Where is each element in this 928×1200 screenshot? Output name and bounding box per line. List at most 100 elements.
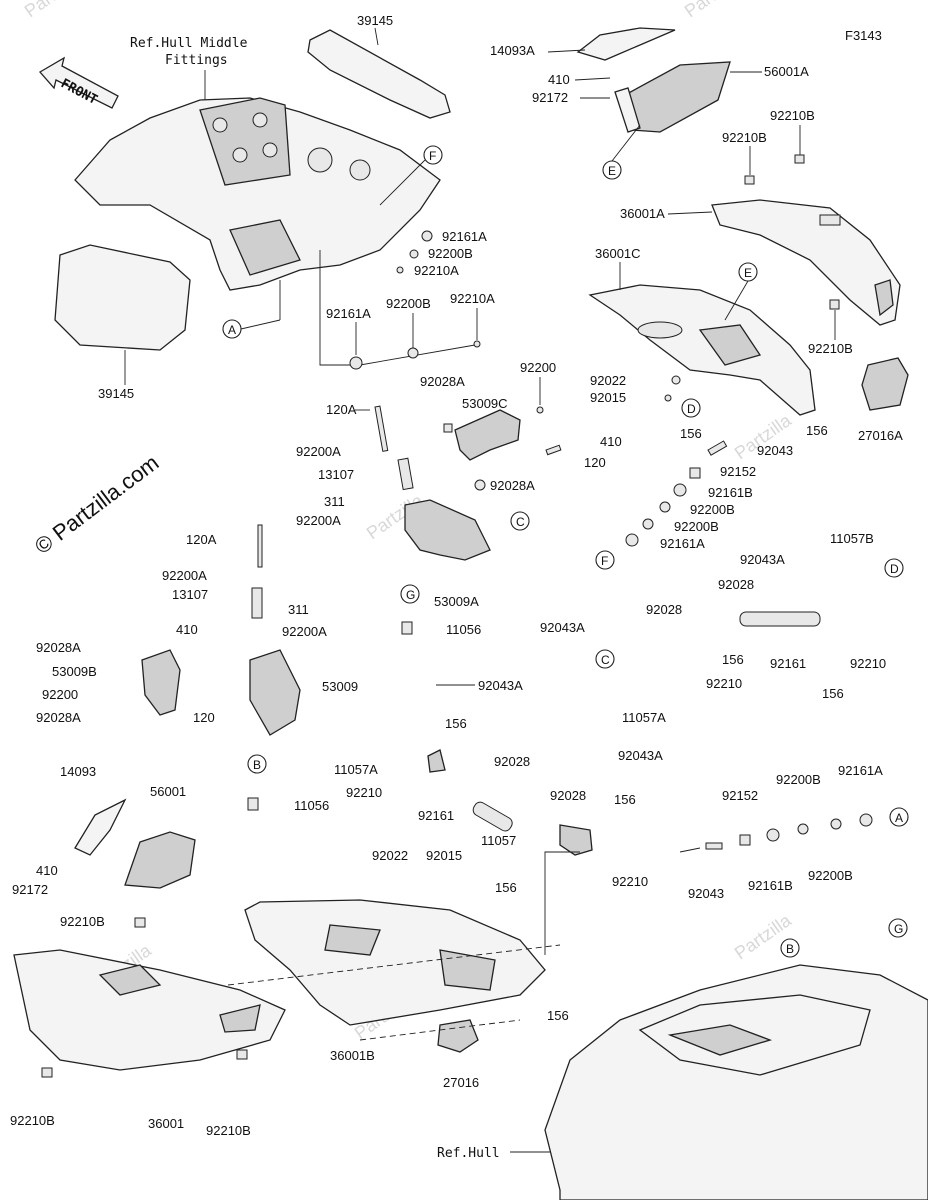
- part-label: 156: [822, 686, 844, 701]
- spring-92161-lower: [472, 801, 513, 832]
- part-label: 13107: [172, 587, 208, 602]
- part-label: 92043A: [618, 748, 663, 763]
- callout-b: B: [786, 942, 794, 956]
- part-label: 120: [193, 710, 215, 725]
- part-label: 410: [600, 434, 622, 449]
- part-label: 92152: [722, 788, 758, 803]
- ref-hull-middle-label: Ref.Hull Middle: [130, 36, 248, 51]
- part-label: 92210: [612, 874, 648, 889]
- part-label: 92210: [706, 676, 742, 691]
- part-label: 92043A: [740, 552, 785, 567]
- ref-hull: [544, 964, 928, 1200]
- part-label: 13107: [318, 467, 354, 482]
- part-label: 27016A: [858, 428, 903, 443]
- callout-b: B: [253, 758, 261, 772]
- part-label: 92015: [426, 848, 462, 863]
- part-label: 27016: [443, 1075, 479, 1090]
- watermark: Partzilla: [681, 0, 746, 21]
- ref-hull-middle-label-2: Fittings: [165, 53, 228, 68]
- part-label: 92172: [12, 882, 48, 897]
- part-label: 311: [324, 494, 345, 509]
- part-label: 36001C: [595, 246, 641, 261]
- part-label: 56001A: [764, 64, 809, 79]
- part-label: 92210B: [808, 341, 853, 356]
- part-label: 92161B: [708, 485, 753, 500]
- part-label: 92200A: [296, 444, 341, 459]
- part-label: 92210B: [60, 914, 105, 929]
- part-36001B: [244, 899, 546, 1026]
- part-label: 92015: [590, 390, 626, 405]
- callout-f: F: [601, 554, 608, 568]
- part-label: 11057: [481, 833, 516, 848]
- part-label: 11057B: [830, 531, 874, 546]
- part-label: 92028A: [36, 710, 81, 725]
- part-label: 36001: [148, 1116, 184, 1131]
- part-label: 92161: [418, 808, 454, 823]
- part-label: 92028: [646, 602, 682, 617]
- part-label: 92210: [850, 656, 886, 671]
- part-label: 11056: [446, 622, 481, 637]
- part-label: 410: [36, 863, 58, 878]
- figure-code: F3143: [845, 28, 882, 43]
- part-label: 92200A: [282, 624, 327, 639]
- part-36001C: [588, 284, 816, 416]
- callout-e: E: [744, 266, 752, 280]
- part-label: 92210A: [450, 291, 495, 306]
- part-label: 14093A: [490, 43, 535, 58]
- part-14093A: [576, 27, 676, 61]
- part-27016: [437, 1019, 479, 1053]
- part-label: 53009: [322, 679, 358, 694]
- part-label: 39145: [98, 386, 134, 401]
- part-36001: [13, 949, 286, 1071]
- callout-g: G: [894, 922, 903, 936]
- part-label: 92210B: [206, 1123, 251, 1138]
- part-label: 36001A: [620, 206, 665, 221]
- part-56001A: [614, 61, 731, 133]
- part-label: 92028A: [420, 374, 465, 389]
- part-label: 92210B: [722, 130, 767, 145]
- part-label: 156: [614, 792, 636, 807]
- part-label: 92161A: [326, 306, 371, 321]
- part-label: 156: [495, 880, 517, 895]
- part-label: 92210B: [10, 1113, 55, 1128]
- callout-c: C: [516, 515, 525, 529]
- part-label: 14093: [60, 764, 96, 779]
- part-56001: [124, 831, 196, 889]
- part-27016A: [861, 357, 909, 411]
- part-label: 92043: [688, 886, 724, 901]
- part-label: 92200B: [690, 502, 735, 517]
- callout-a: A: [895, 811, 903, 825]
- part-label: 39145: [357, 13, 393, 28]
- part-label: 92210B: [770, 108, 815, 123]
- part-label: 156: [680, 426, 702, 441]
- part-14093: [74, 798, 127, 856]
- part-label: 92028A: [36, 640, 81, 655]
- part-label: 92161: [770, 656, 806, 671]
- part-label: 156: [445, 716, 467, 731]
- callout-d: D: [890, 562, 899, 576]
- part-label: 92161B: [748, 878, 793, 893]
- callout-c: C: [601, 653, 610, 667]
- callout-d: D: [687, 402, 696, 416]
- part-label: 92028: [494, 754, 530, 769]
- part-label: 92200B: [808, 868, 853, 883]
- part-label: 92028: [718, 577, 754, 592]
- hull-middle-fittings: [74, 97, 441, 291]
- part-label: 156: [722, 652, 744, 667]
- part-label: 92161A: [660, 536, 705, 551]
- part-label: 120A: [326, 402, 357, 417]
- callout-f: F: [429, 149, 436, 163]
- part-label: 120: [584, 455, 606, 470]
- part-label: 56001: [150, 784, 186, 799]
- callout-e: E: [608, 164, 616, 178]
- part-label: 53009B: [52, 664, 97, 679]
- part-label: 92200B: [386, 296, 431, 311]
- part-label: 92152: [720, 464, 756, 479]
- copyright-text: © Partzilla.com: [30, 450, 163, 559]
- part-label: 92028A: [490, 478, 535, 493]
- part-label: 92200B: [428, 246, 473, 261]
- part-label: 120A: [186, 532, 217, 547]
- part-label: 92200A: [296, 513, 341, 528]
- part-label: 11057A: [622, 710, 666, 725]
